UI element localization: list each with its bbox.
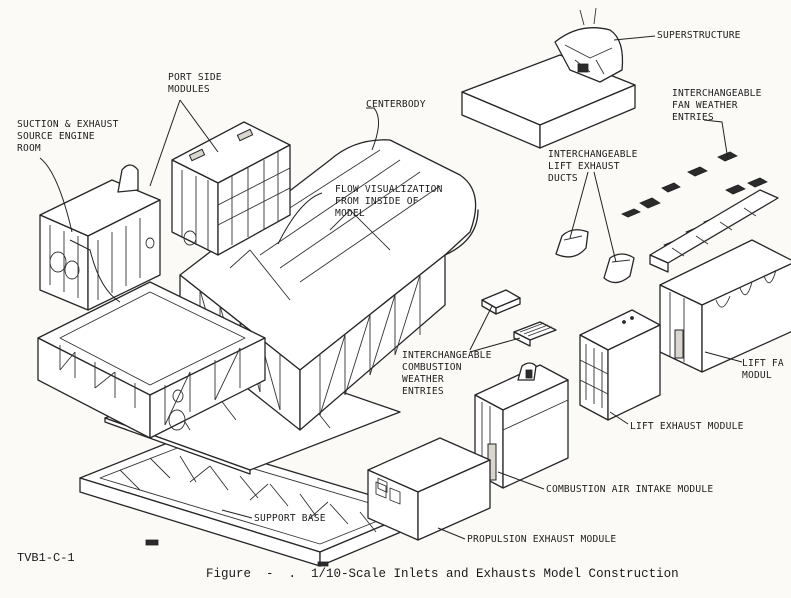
figure-caption: Figure - . 1/10-Scale Inlets and Exhaust… (206, 567, 679, 581)
flow-visualization-label: FLOW VISUALIZATION FROM INSIDE OF MODEL (335, 184, 443, 219)
document-id: TVB1-C-1 (17, 551, 75, 565)
leader-lines (39, 35, 743, 540)
combustion-air-intake-module-label: COMBUSTION AIR INTAKE MODULE (546, 484, 714, 495)
combustion-weather-entries-drawing (481, 289, 557, 347)
propulsion-exhaust-module-drawing (367, 437, 491, 541)
lift-exhaust-ducts-label: INTERCHANGEABLE LIFT EXHAUST DUCTS (548, 149, 638, 184)
combustion-weather-entries-label: INTERCHANGEABLE COMBUSTION WEATHER ENTRI… (402, 350, 492, 397)
port-side-modules-drawing (171, 121, 291, 256)
superstructure-drawing (461, 7, 636, 149)
support-base-label: SUPPORT BASE (254, 513, 326, 524)
port-side-modules-label: PORT SIDE MODULES (168, 72, 222, 95)
lift-exhaust-ducts-drawing (555, 229, 635, 284)
centerbody-label: CENTERBODY (366, 99, 426, 110)
propulsion-exhaust-module-label: PROPULSION EXHAUST MODULE (467, 534, 617, 545)
lift-exhaust-module-drawing (579, 309, 661, 421)
lift-fan-module-drawing (659, 239, 791, 373)
fan-duct-assembly-drawing (649, 189, 779, 273)
lift-exhaust-module-label: LIFT EXHAUST MODULE (630, 421, 744, 432)
lift-fan-module-label: LIFT FA MODUL (742, 358, 784, 381)
suction-exhaust-room-label: SUCTION & EXHAUST SOURCE ENGINE ROOM (17, 119, 119, 154)
superstructure-label: SUPERSTRUCTURE (657, 30, 741, 41)
engine-room-module-drawing (39, 164, 161, 311)
fan-weather-entries-label: INTERCHANGEABLE FAN WEATHER ENTRIES (672, 88, 762, 123)
centerbody-drawing (37, 139, 479, 439)
